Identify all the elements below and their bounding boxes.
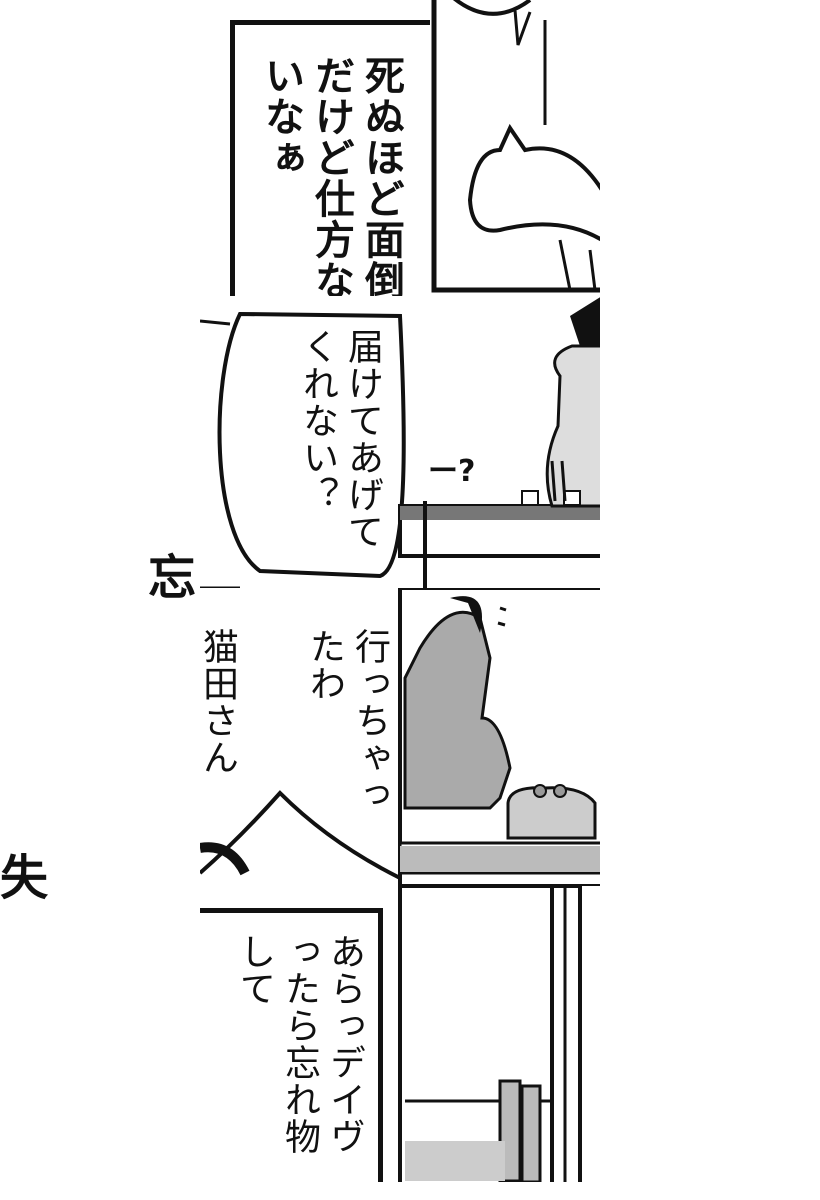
strip-2-art [200,297,600,588]
manga-strip-4: あらっデイヴったら忘れ物して [200,886,600,1182]
caption-text-1: 死ぬほど面倒だけど仕方ないなぁ [258,55,404,296]
speech-text-3-left: 猫田さん [200,628,238,776]
speech-text-4: あらっデイヴったら忘れ物して [234,933,365,1155]
sound-effect-2: ー? [428,454,476,489]
fragment-kanji-top: 忘 [148,550,197,606]
manga-strip-1: 死ぬほど面倒だけど仕方ないなぁ [200,0,600,296]
caption-box-1: 死ぬほど面倒だけど仕方ないなぁ [230,20,430,296]
strip-4-art [398,886,582,1182]
speech-text-2: 届けてあげてくれない？ [297,328,383,550]
speech-text-3-right: 行っちゃったわ [304,628,390,813]
manga-strip-2: 届けてあげてくれない？ ー? [200,296,600,588]
manga-strip-3: 行っちゃったわ 猫田さん [200,588,600,886]
speech-box-4: あらっデイヴったら忘れ物して [200,908,383,1182]
fragment-kanji-bottom: 失 [0,850,49,906]
strip-1-art [431,0,600,293]
strip-3-art [200,588,600,886]
